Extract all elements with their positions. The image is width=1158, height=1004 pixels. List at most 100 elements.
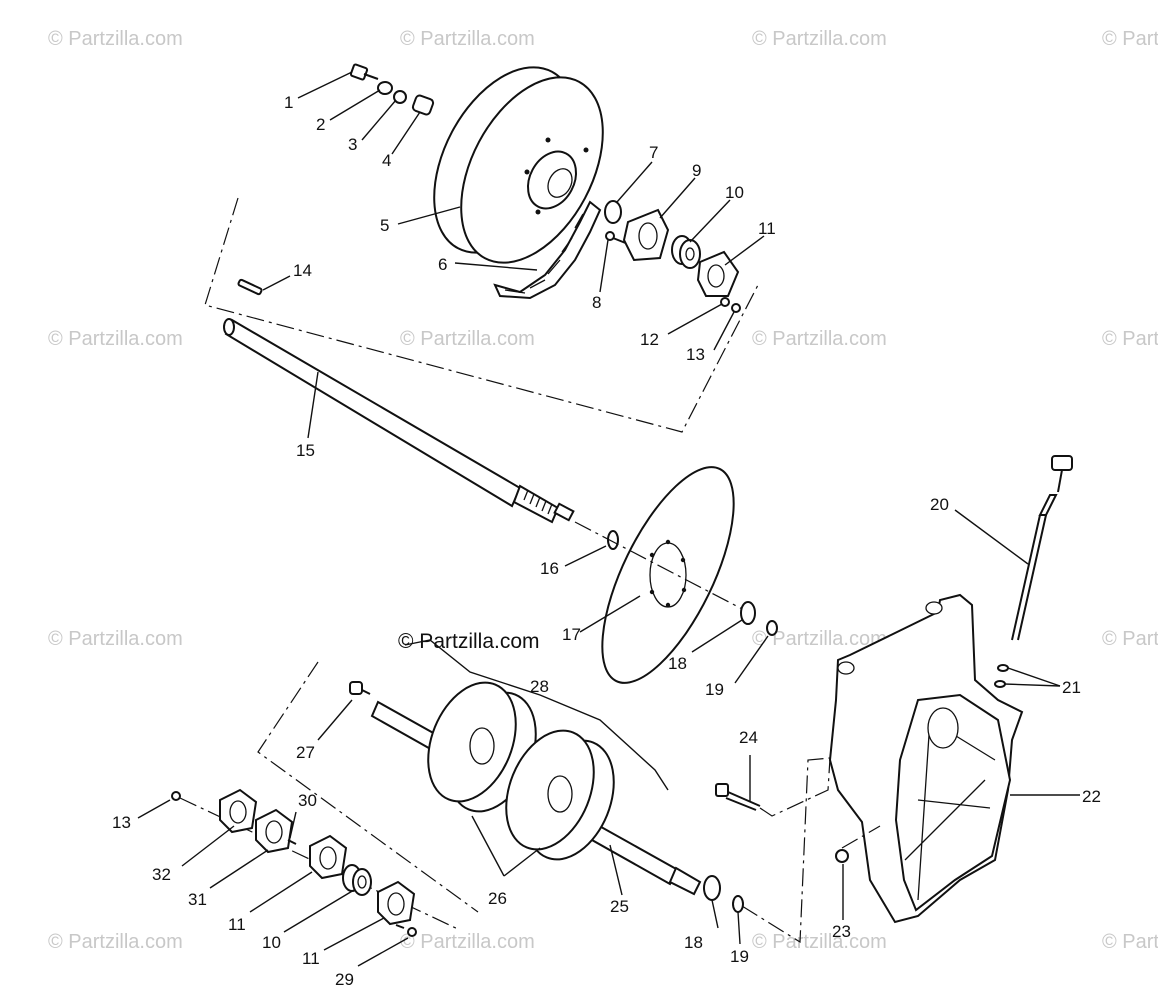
callout-11: 11 <box>228 915 246 934</box>
axis-line <box>574 521 749 613</box>
flange-part-11 <box>377 880 416 926</box>
callout-30: 30 <box>298 791 317 810</box>
callout-5: 5 <box>380 216 389 235</box>
washer-part-7 <box>604 200 622 224</box>
key-part-14 <box>237 278 263 296</box>
watermark: © Partzilla.com <box>1102 628 1158 650</box>
callout-24: 24 <box>739 728 758 747</box>
callout-32: 32 <box>152 865 171 884</box>
watermark: © Partzilla.com <box>400 28 535 50</box>
o-ring-part-21 <box>994 680 1006 688</box>
axis-line <box>841 825 881 849</box>
bolt-part-1 <box>349 63 379 81</box>
axis-line <box>179 797 461 931</box>
callout-18: 18 <box>684 933 703 952</box>
watermarks: © Partzilla.com © Partzilla.com © Partzi… <box>48 28 1158 953</box>
callout-10: 10 <box>262 933 281 952</box>
callout-12: 12 <box>640 330 659 349</box>
plug-part-27 <box>349 681 371 695</box>
axis-line <box>759 757 831 817</box>
callout-27: 27 <box>296 743 315 762</box>
watermark: © Partzilla.com <box>752 931 887 953</box>
watermark: © Partzilla.com <box>48 328 183 350</box>
callout-18: 18 <box>668 654 687 673</box>
shaft-part-15 <box>223 318 575 524</box>
callout-20: 20 <box>930 495 949 514</box>
callout-13: 13 <box>686 345 705 364</box>
pin-part-30 <box>287 839 297 845</box>
callout-21: 21 <box>1062 678 1081 697</box>
dipstick-part-20 <box>1011 455 1073 641</box>
watermark: © Partzilla.com <box>48 628 183 650</box>
callout-4: 4 <box>382 151 391 170</box>
callout-28: 28 <box>530 677 549 696</box>
watermark-main: © Partzilla.com <box>398 630 540 653</box>
callout-29: 29 <box>335 970 354 989</box>
spacer-part-4 <box>411 94 435 116</box>
flange-part-11 <box>309 834 348 880</box>
nut-part-23 <box>835 849 849 863</box>
watermark: © Partzilla.com <box>48 931 183 953</box>
callout-3: 3 <box>348 135 357 154</box>
nut-part-13 <box>171 791 181 801</box>
bearing-part-10 <box>342 864 372 896</box>
brake-disc-part-17 <box>601 466 735 684</box>
watermark: © Partzilla.com <box>400 931 535 953</box>
plate-part-9 <box>622 208 670 262</box>
watermark: © Partzilla.com <box>400 328 535 350</box>
watermark: © Partzilla.com <box>752 28 887 50</box>
callout-15: 15 <box>296 441 315 460</box>
axis-line <box>741 757 831 944</box>
callout-16: 16 <box>540 559 559 578</box>
callout-7: 7 <box>649 143 658 162</box>
callout-8: 8 <box>592 293 601 312</box>
callout-17: 17 <box>562 625 581 644</box>
washer-part-2 <box>377 81 393 95</box>
watermark: © Partzilla.com <box>1102 931 1158 953</box>
watermark: © Partzilla.com <box>1102 328 1158 350</box>
track-sprocket-part-26 <box>427 681 615 861</box>
callout-11: 11 <box>758 219 776 238</box>
circlip-part-16 <box>607 530 619 550</box>
leader-lines <box>137 71 1080 967</box>
chaincase-part-22 <box>828 593 1024 924</box>
callout-13: 13 <box>112 813 131 832</box>
chain-part-6 <box>493 200 602 300</box>
callout-25: 25 <box>610 897 629 916</box>
callout-22: 22 <box>1082 787 1101 806</box>
callout-6: 6 <box>438 255 447 274</box>
callout-labels: 1 2 3 4 5 6 7 8 9 10 11 12 13 14 15 16 1… <box>112 93 1101 989</box>
bolt-part-24 <box>715 783 761 811</box>
callout-31: 31 <box>188 890 207 909</box>
bearing-part-10 <box>671 235 701 269</box>
flange-part-32 <box>219 788 258 834</box>
watermark: © Partzilla.com <box>752 328 887 350</box>
callout-9: 9 <box>692 161 701 180</box>
callout-26: 26 <box>488 889 507 908</box>
assembly-boundary-lower <box>257 661 479 913</box>
callout-10: 10 <box>725 183 744 202</box>
callout-19: 19 <box>730 947 749 966</box>
callout-2: 2 <box>316 115 325 134</box>
gasket-part-31 <box>255 808 294 854</box>
callout-19: 19 <box>705 680 724 699</box>
callout-23: 23 <box>832 922 851 941</box>
watermark: © Partzilla.com <box>752 628 887 650</box>
callout-11: 11 <box>302 949 320 968</box>
sprocket-part-5 <box>433 66 604 264</box>
washer-part-12 <box>720 297 730 307</box>
callout-1: 1 <box>284 93 293 112</box>
o-ring-part-19 <box>732 895 744 913</box>
watermark: © Partzilla.com <box>1102 28 1158 50</box>
seal-part-18 <box>740 601 756 625</box>
washer-part-3 <box>393 90 407 104</box>
watermark: © Partzilla.com <box>48 28 183 50</box>
bolt-part-29 <box>395 924 417 937</box>
seal-part-18 <box>703 875 721 901</box>
flange-part-11 <box>696 250 740 297</box>
assembly-boundary-upper <box>204 197 759 433</box>
nut-part-13 <box>731 303 741 313</box>
o-ring-part-21 <box>997 664 1009 672</box>
callout-14: 14 <box>293 261 312 280</box>
o-ring-part-19 <box>766 620 778 636</box>
